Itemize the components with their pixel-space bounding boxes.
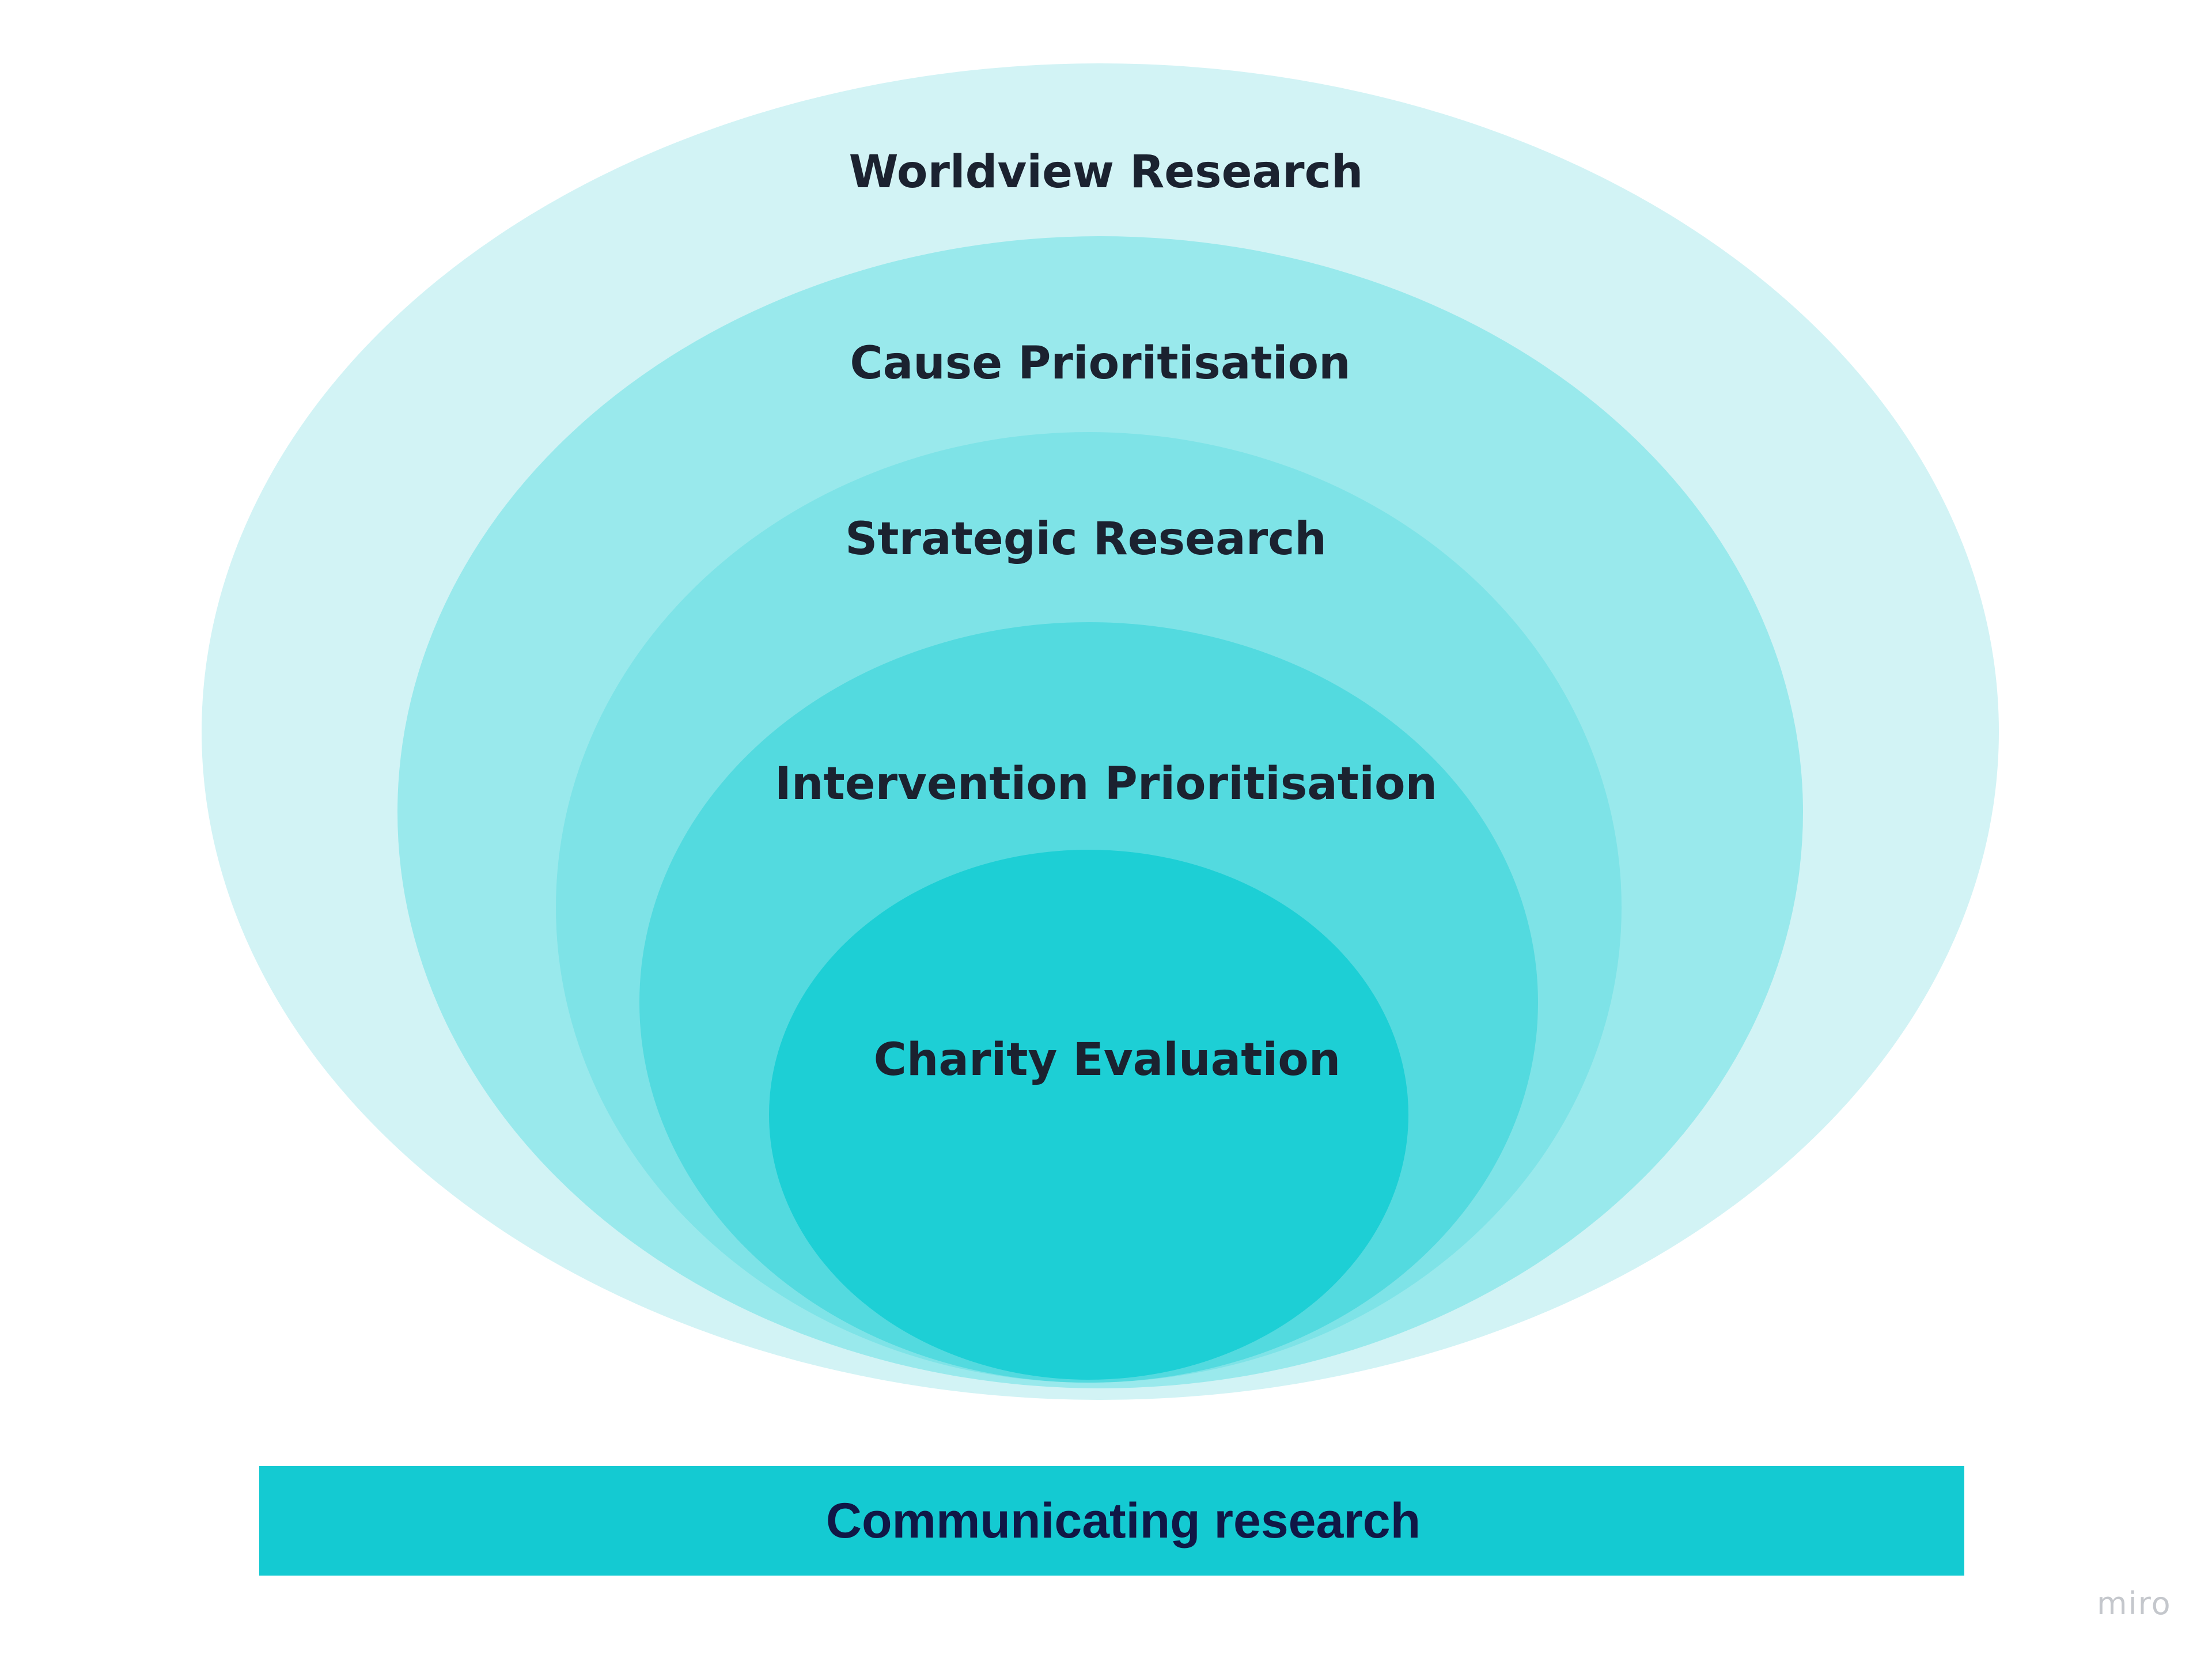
label-charity-evaluation: Charity Evaluation [874,1034,1341,1086]
miro-watermark: miro [2097,1585,2172,1622]
communicating-research-bar: Communicating research [259,1466,1964,1576]
label-cause-prioritisation: Cause Prioritisation [850,338,1350,389]
label-worldview-research: Worldview Research [849,146,1363,198]
communicating-research-label: Communicating research [825,1493,1421,1549]
ellipse-charity-evaluation [769,850,1408,1380]
label-intervention-prioritisation: Intervention Prioritisation [775,758,1437,810]
label-strategic-research: Strategic Research [845,513,1327,565]
